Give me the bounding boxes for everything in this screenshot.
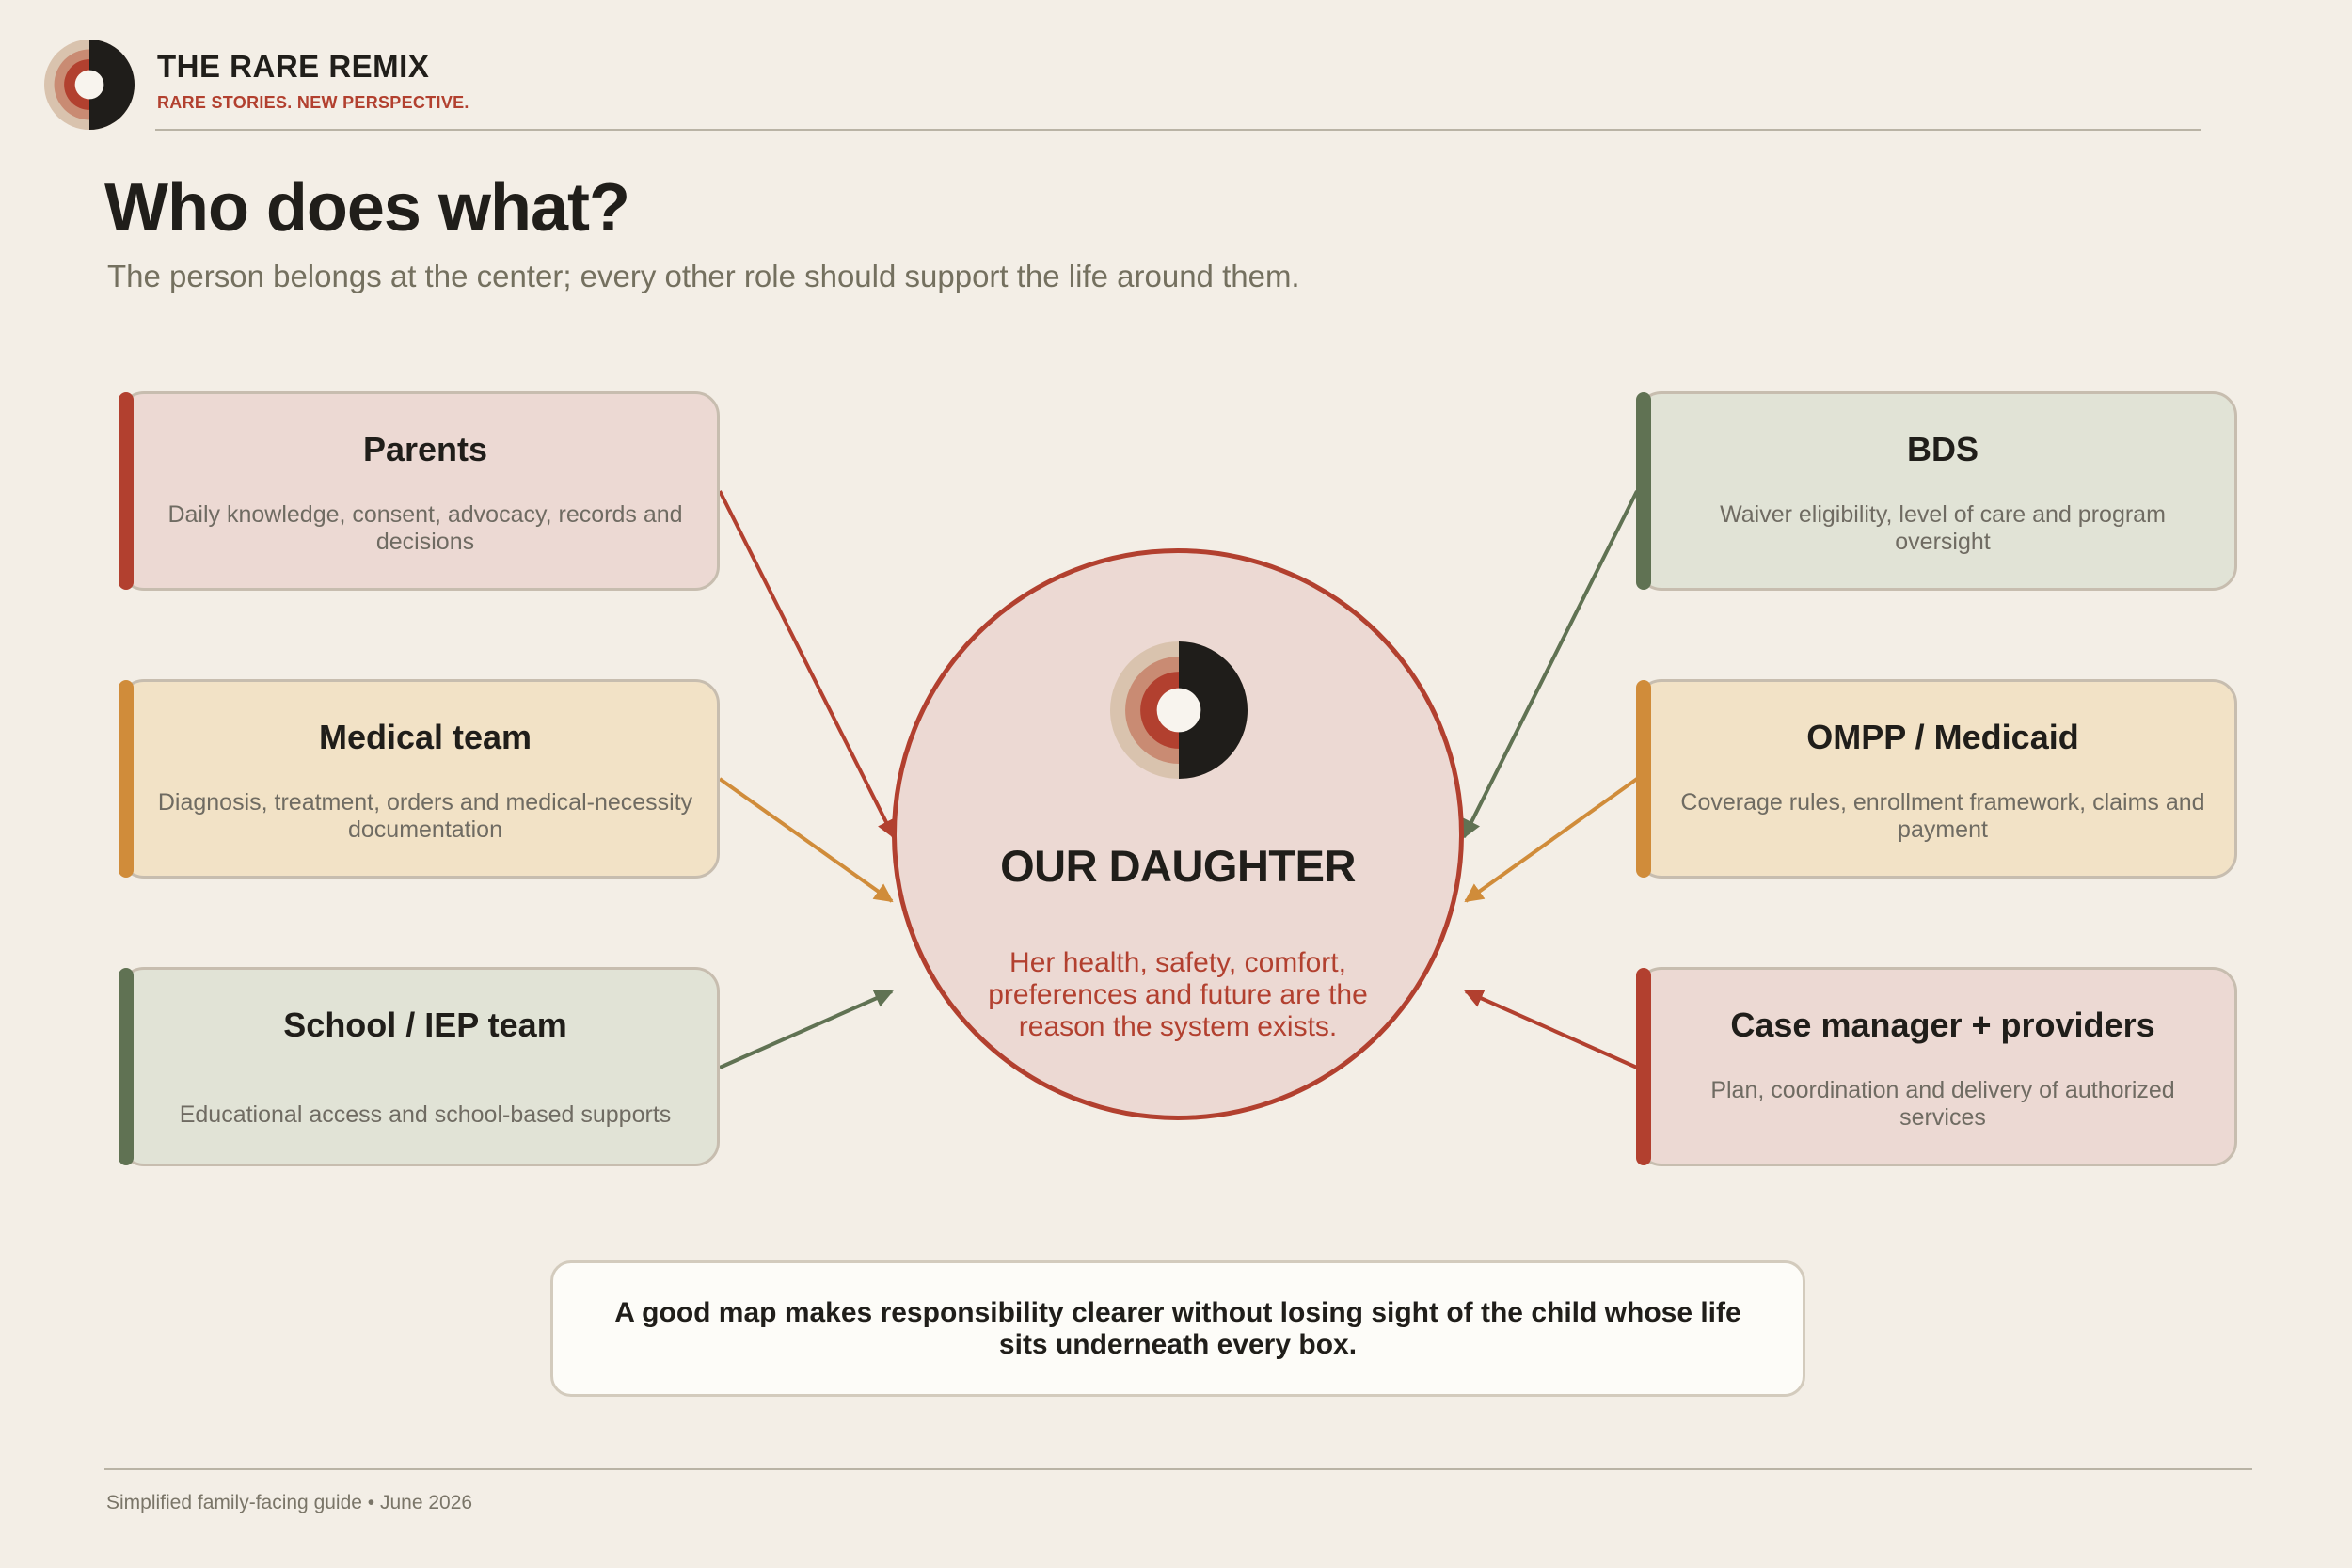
role-accent [119,968,134,1165]
role-title: Case manager + providers [1730,1006,2155,1044]
arrow-ompp-medicaid [1464,777,1639,903]
arrow-medical-team [718,777,894,903]
center-description: Her health, safety, comfort, preferences… [988,947,1368,1042]
footer-text: Simplified family-facing guide • June 20… [106,1492,473,1513]
arrow-parents [718,490,896,839]
role-description: Educational access and school-based supp… [179,1101,672,1128]
role-title: BDS [1906,430,1979,468]
role-description: Diagnosis, treatment, orders and medical… [157,789,693,843]
rare-remix-logo-icon [1110,641,1248,779]
arrow-bds [1462,490,1639,839]
role-card-parents: Parents Daily knowledge, consent, advoca… [119,391,720,591]
callout-box: A good map makes responsibility clearer … [550,1260,1805,1397]
page-title: Who does what? [104,170,630,245]
role-card-medical-team: Medical team Diagnosis, treatment, order… [119,679,720,879]
role-title: Medical team [318,718,532,756]
brand-tagline: RARE STORIES. NEW PERSPECTIVE. [157,93,469,112]
role-card-bds: BDS Waiver eligibility, level of care an… [1636,391,2237,591]
header-divider [155,129,2201,131]
role-card-ompp-medicaid: OMPP / Medicaid Coverage rules, enrollme… [1636,679,2237,879]
role-description: Coverage rules, enrollment framework, cl… [1680,789,2205,843]
role-title: School / IEP team [283,1006,567,1044]
role-accent [119,680,134,878]
role-card-case-manager: Case manager + providers Plan, coordinat… [1636,967,2237,1166]
role-description: Daily knowledge, consent, advocacy, reco… [167,501,683,555]
role-description: Plan, coordination and delivery of autho… [1710,1077,2175,1131]
role-card-school-iep: School / IEP team Educational access and… [119,967,720,1166]
page-subtitle: The person belongs at the center; every … [107,259,1300,293]
footer-divider [104,1468,2252,1470]
arrow-case-manager [1464,990,1638,1069]
callout-text: A good map makes responsibility clearer … [614,1296,1741,1360]
role-accent [1636,968,1651,1165]
role-description: Waiver eligibility, level of care and pr… [1720,501,2166,555]
brand-name: THE RARE REMIX [157,49,430,84]
rare-remix-logo-icon [44,40,135,130]
role-accent [119,392,134,590]
arrow-school-iep [719,990,894,1069]
center-title: OUR DAUGHTER [1000,841,1356,891]
role-accent [1636,392,1651,590]
role-accent [1636,680,1651,878]
role-title: Parents [362,430,488,468]
role-title: OMPP / Medicaid [1806,718,2079,756]
